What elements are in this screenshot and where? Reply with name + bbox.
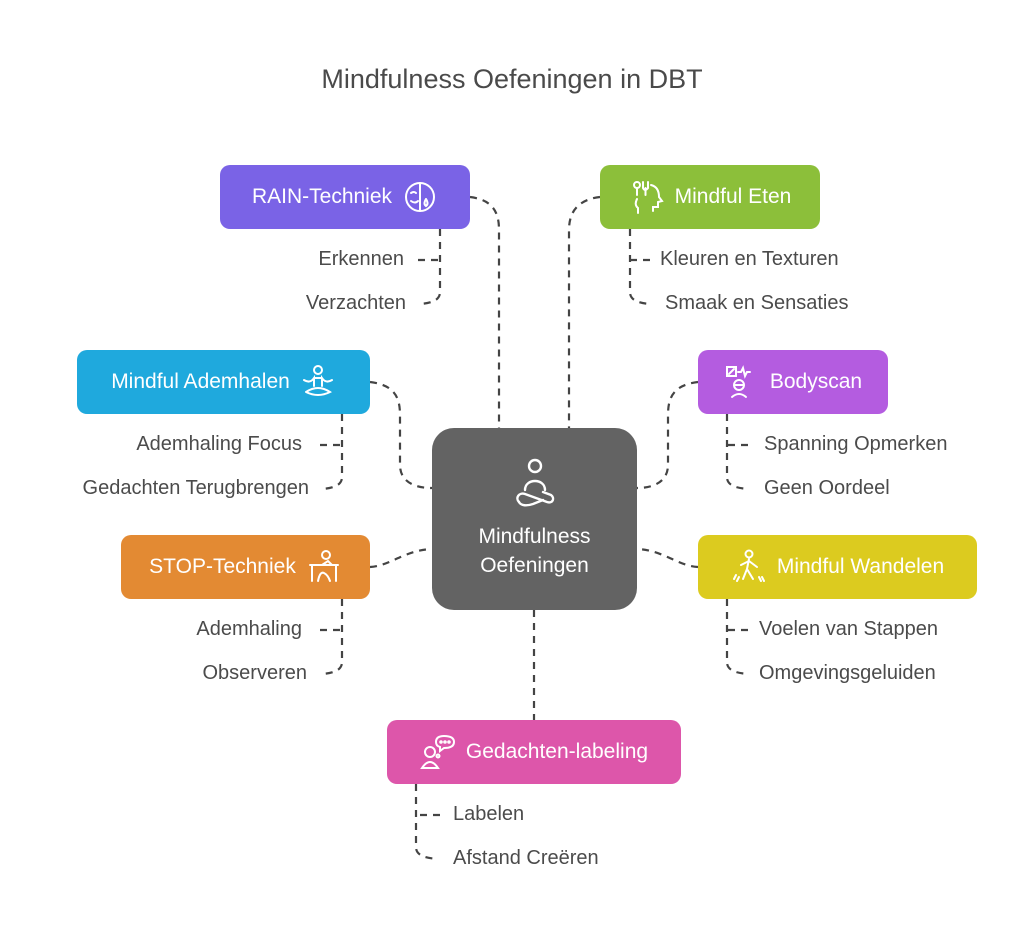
leaf-observeren: Observeren xyxy=(202,662,308,684)
center-label-line2: Oefeningen xyxy=(480,554,589,577)
branch-rain-techniek[interactable]: RAIN-Techniek xyxy=(220,165,470,229)
center-label-line1: Mindfulness xyxy=(478,525,591,548)
leaf-verzachten: Verzachten xyxy=(305,292,406,314)
leaf-voelen-van-stappen: Voelen van Stappen xyxy=(759,618,939,640)
body-scan-icon xyxy=(725,365,751,398)
branch-label: RAIN-Techniek xyxy=(251,185,393,208)
lotus-pose-icon xyxy=(302,365,333,396)
center-node[interactable]: Mindfulness Oefeningen xyxy=(432,428,637,610)
leaf-spanning-opmerken: Spanning Opmerken xyxy=(764,433,948,455)
leaf-labelen: Labelen xyxy=(453,803,525,825)
leaf-afstand-creeren: Afstand Creëren xyxy=(453,847,599,869)
leaf-ademhaling: Ademhaling xyxy=(196,618,302,640)
connector-bodyscan xyxy=(636,380,699,490)
branch-bodyscan[interactable]: Bodyscan xyxy=(698,350,888,414)
face-tear-icon xyxy=(405,182,436,212)
leaf-connector-rain xyxy=(418,229,442,306)
branch-label: Mindful Wandelen xyxy=(776,555,945,578)
branch-mindful-wandelen[interactable]: Mindful Wandelen xyxy=(698,535,977,599)
leaf-connector-bodyscan xyxy=(725,414,749,491)
branch-stop-techniek[interactable]: STOP-Techniek xyxy=(121,535,370,599)
connector-wandelen xyxy=(636,547,699,569)
leaf-connector-wandelen xyxy=(725,599,749,676)
person-desk-icon xyxy=(308,550,339,582)
leaf-erkennen: Erkennen xyxy=(318,248,404,270)
leaf-smaak-en-sensaties: Smaak en Sensaties xyxy=(665,292,849,314)
connector-stop xyxy=(369,547,433,569)
branch-label: STOP-Techniek xyxy=(149,555,296,578)
head-fork-icon xyxy=(632,181,664,214)
walking-icon xyxy=(732,549,765,582)
leaf-connector-ademhalen xyxy=(320,414,344,491)
branch-label: Mindful Ademhalen xyxy=(111,370,290,393)
meditation-icon xyxy=(515,458,554,507)
thought-bubble-icon xyxy=(420,734,455,769)
connector-ademhalen xyxy=(369,380,433,490)
branch-mindful-ademhalen[interactable]: Mindful Ademhalen xyxy=(77,350,370,414)
leaf-kleuren-en-texturen: Kleuren en Texturen xyxy=(660,248,839,270)
diagram-title: Mindfulness Oefeningen in DBT xyxy=(321,64,703,94)
connector-eten xyxy=(567,195,601,428)
leaf-gedachten-terugbrengen: Gedachten Terugbrengen xyxy=(82,477,309,499)
leaf-ademhaling-focus: Ademhaling Focus xyxy=(136,433,302,455)
leaf-connector-labeling xyxy=(414,784,440,861)
connector-rain xyxy=(469,195,501,428)
branch-label: Bodyscan xyxy=(769,370,863,393)
branch-label: Gedachten-labeling xyxy=(465,740,649,763)
leaf-omgevingsgeluiden: Omgevingsgeluiden xyxy=(759,662,936,684)
leaf-connector-stop xyxy=(320,599,344,676)
branch-mindful-eten[interactable]: Mindful Eten xyxy=(600,165,820,229)
leaf-connector-eten xyxy=(628,229,651,306)
leaf-geen-oordeel: Geen Oordeel xyxy=(764,477,890,499)
branch-gedachten-labeling[interactable]: Gedachten-labeling xyxy=(387,720,681,784)
branch-label: Mindful Eten xyxy=(674,185,792,208)
